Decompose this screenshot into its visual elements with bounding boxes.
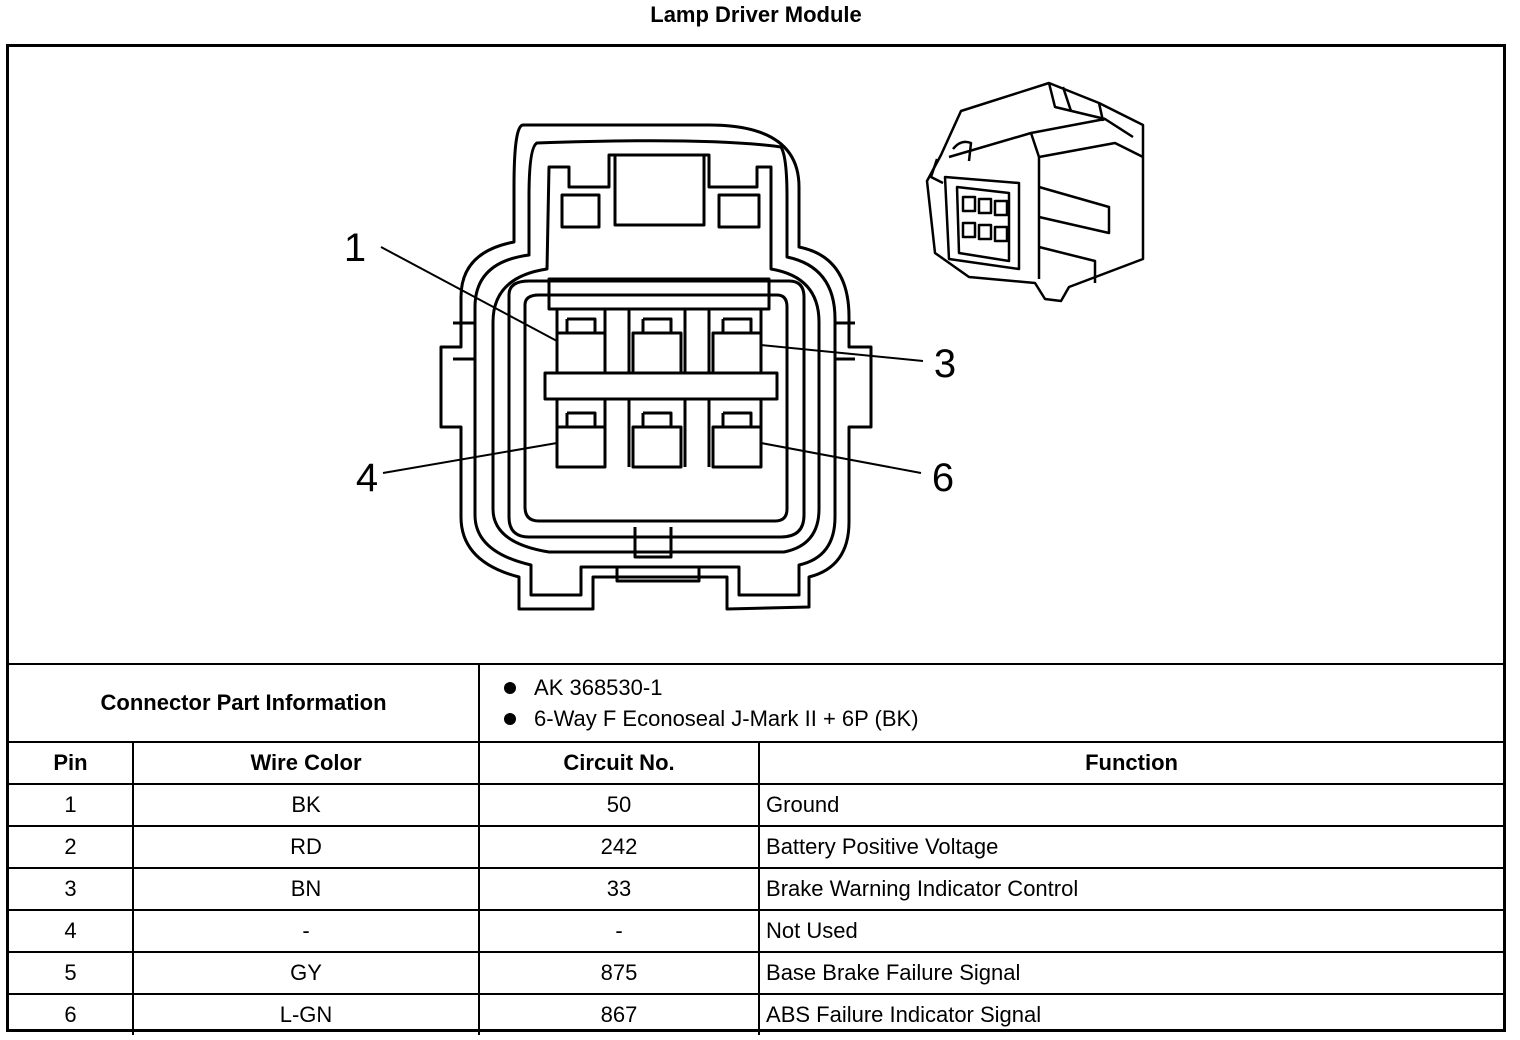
table-row: 6 L-GN 867 ABS Failure Indicator Signal [9,993,1504,1035]
cell-pin: 4 [9,909,134,953]
cell-wire-color: - [131,909,481,953]
table-row: 3 BN 33 Brake Warning Indicator Control [9,867,1504,911]
connector-part-info-label: Connector Part Information [9,663,481,743]
cell-function: Battery Positive Voltage [758,825,1504,869]
connector-part-info-list: AK 368530-1 6-Way F Econoseal J-Mark II … [478,663,1504,743]
cell-pin: 3 [9,867,134,911]
cell-pin: 5 [9,951,134,995]
cell-wire-color: GY [131,951,481,995]
connector-table: Connector Part Information AK 368530-1 6… [9,663,1504,1035]
connector-housing-outline [439,123,873,611]
bullet-icon [504,713,517,726]
cell-wire-color: BK [131,783,481,827]
cell-wire-color: BN [131,867,481,911]
part-info-item: 6-Way F Econoseal J-Mark II + 6P (BK) [494,703,1489,734]
header-wire-color: Wire Color [131,741,481,785]
page-title: Lamp Driver Module [650,2,862,27]
pin-callout-1: 1 [344,226,366,270]
pin-callout-6: 6 [932,456,954,500]
cell-circuit-no: 50 [478,783,761,827]
header-pin: Pin [9,741,134,785]
cell-pin: 6 [9,993,134,1035]
header-circuit-no: Circuit No. [478,741,761,785]
cell-circuit-no: 242 [478,825,761,869]
bullet-icon [504,682,517,695]
cell-circuit-no: 867 [478,993,761,1035]
table-row: 2 RD 242 Battery Positive Voltage [9,825,1504,869]
connector-isometric-view [925,81,1145,303]
cell-function: Ground [758,783,1504,827]
cell-wire-color: RD [131,825,481,869]
cell-function: Base Brake Failure Signal [758,951,1504,995]
cell-circuit-no: 875 [478,951,761,995]
cell-function: Brake Warning Indicator Control [758,867,1504,911]
connector-part-info-row: Connector Part Information AK 368530-1 6… [9,663,1504,743]
cell-wire-color: L-GN [131,993,481,1035]
cell-function: ABS Failure Indicator Signal [758,993,1504,1035]
table-row: 4 - - Not Used [9,909,1504,953]
pin-leader-lines [380,246,924,474]
cell-function: Not Used [758,909,1504,953]
pin-callout-3: 3 [934,342,956,386]
cell-pin: 1 [9,783,134,827]
pin-callout-4: 4 [356,456,378,500]
cell-circuit-no: - [478,909,761,953]
terminal-cavities [543,277,779,469]
connector-sheet: 1 3 4 6 Connector Part Information AK 36… [6,44,1506,1035]
table-row: 1 BK 50 Ground [9,783,1504,827]
connector-diagram: 1 3 4 6 [344,81,1145,611]
cell-circuit-no: 33 [478,867,761,911]
part-info-item: AK 368530-1 [494,672,1489,703]
table-header-row: Pin Wire Color Circuit No. Function [9,741,1504,785]
table-row: 5 GY 875 Base Brake Failure Signal [9,951,1504,995]
cell-pin: 2 [9,825,134,869]
header-function: Function [758,741,1504,785]
